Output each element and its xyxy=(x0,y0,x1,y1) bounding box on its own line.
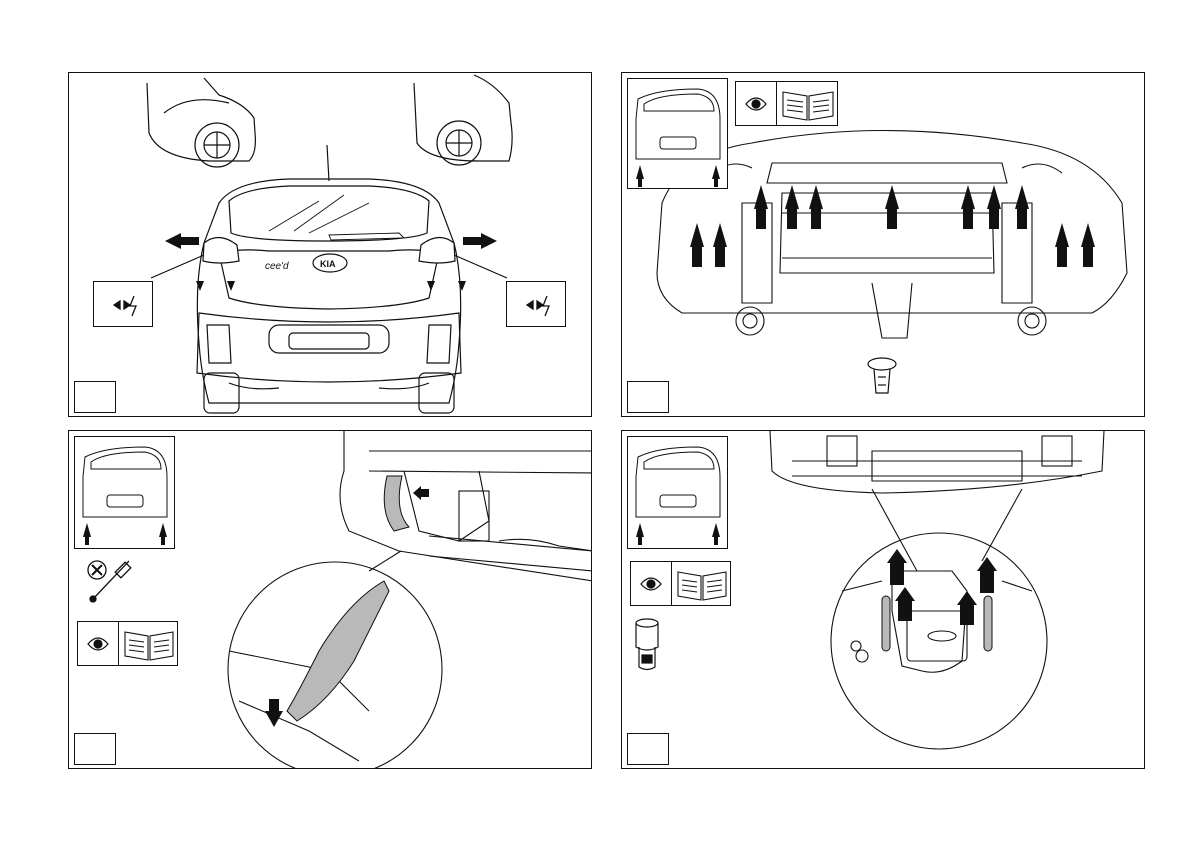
panel-2 xyxy=(621,72,1145,417)
manual-book-icon xyxy=(118,621,178,666)
disconnect-plug-icon xyxy=(506,281,566,327)
car-thumbnail xyxy=(627,436,728,549)
eye-inspect-icon xyxy=(735,81,777,126)
panel-4 xyxy=(621,430,1145,769)
manual-book-icon xyxy=(776,81,838,126)
panel-1: cee'd KIA xyxy=(68,72,592,417)
step-number-box xyxy=(627,381,669,413)
badge-text: cee'd xyxy=(265,261,289,272)
socket-wrench-icon xyxy=(632,617,662,673)
car-thumbnail xyxy=(74,436,175,549)
screwdriver-forbidden-icon xyxy=(79,555,139,605)
step-number-box xyxy=(74,733,116,765)
manual-book-icon xyxy=(671,561,731,606)
eye-inspect-icon xyxy=(630,561,672,606)
logo-text: KIA xyxy=(320,259,336,269)
disconnect-plug-icon xyxy=(93,281,153,327)
panel-3 xyxy=(68,430,592,769)
eye-inspect-icon xyxy=(77,621,119,666)
step-number-box xyxy=(74,381,116,413)
car-thumbnail xyxy=(627,78,728,189)
step-number-box xyxy=(627,733,669,765)
rear-view-illustration: cee'd KIA xyxy=(69,73,592,417)
plastic-clip-icon xyxy=(868,358,896,393)
